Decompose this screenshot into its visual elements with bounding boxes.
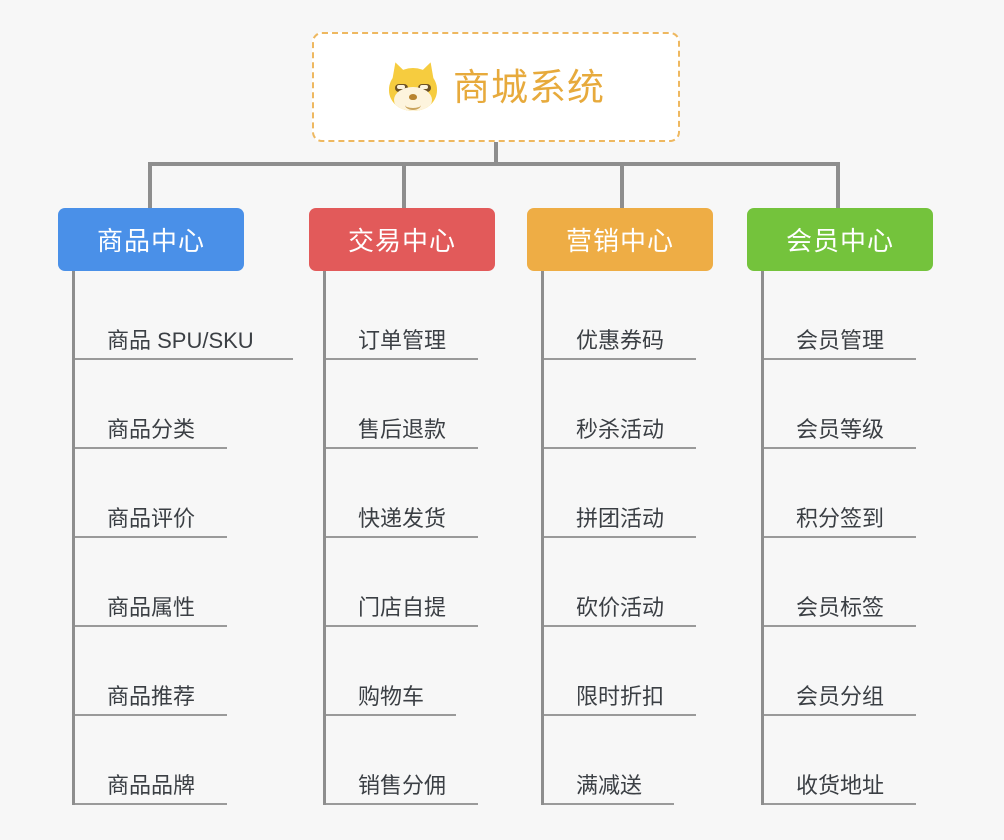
category-column-1: 商品中心 商品 SPU/SKU 商品分类 商品评价 商品属性 商品推荐 — [58, 208, 293, 805]
root-title: 商城系统 — [453, 66, 605, 108]
shiba-inu-icon — [386, 59, 440, 112]
category-column-4: 会员中心 会员管理 会员等级 积分签到 会员标签 会员分组 — [747, 208, 933, 805]
connector-root-stem — [494, 142, 498, 166]
category-items-2: 订单管理 售后退款 快递发货 门店自提 购物车 销售分佣 — [323, 271, 495, 805]
category-header-3[interactable]: 营销中心 — [527, 208, 713, 271]
connector-drop-4 — [836, 162, 840, 210]
list-item[interactable]: 商品 SPU/SKU — [75, 271, 293, 360]
category-header-3-label: 营销中心 — [565, 226, 674, 256]
category-items-3: 优惠券码 秒杀活动 拼团活动 砍价活动 限时折扣 满减送 — [541, 271, 713, 805]
category-items-1: 商品 SPU/SKU 商品分类 商品评价 商品属性 商品推荐 商品品牌 — [72, 271, 293, 805]
category-header-4[interactable]: 会员中心 — [747, 208, 933, 271]
list-item[interactable]: 拼团活动 — [544, 449, 713, 538]
list-item[interactable]: 商品推荐 — [75, 627, 244, 716]
category-header-4-label: 会员中心 — [785, 226, 894, 256]
category-items-4: 会员管理 会员等级 积分签到 会员标签 会员分组 收货地址 — [761, 271, 933, 805]
list-item[interactable]: 会员分组 — [764, 627, 933, 716]
list-item[interactable]: 收货地址 — [764, 716, 933, 805]
connector-horizontal-bus — [148, 162, 840, 166]
category-header-1[interactable]: 商品中心 — [58, 208, 244, 271]
root-node[interactable]: 商城系统 — [312, 32, 680, 142]
list-item[interactable]: 会员管理 — [764, 271, 933, 360]
list-item[interactable]: 秒杀活动 — [544, 360, 713, 449]
list-item[interactable]: 限时折扣 — [544, 627, 713, 716]
list-item[interactable]: 门店自提 — [326, 538, 495, 627]
list-item[interactable]: 商品分类 — [75, 360, 244, 449]
list-item[interactable]: 商品品牌 — [75, 716, 244, 805]
category-column-2: 交易中心 订单管理 售后退款 快递发货 门店自提 购物车 — [309, 208, 495, 805]
list-item[interactable]: 商品属性 — [75, 538, 244, 627]
list-item[interactable]: 快递发货 — [326, 449, 495, 538]
list-item[interactable]: 购物车 — [326, 627, 495, 716]
connector-drop-3 — [620, 162, 624, 210]
list-item[interactable]: 售后退款 — [326, 360, 495, 449]
list-item[interactable]: 满减送 — [544, 716, 713, 805]
category-header-2-label: 交易中心 — [347, 226, 456, 256]
category-header-2[interactable]: 交易中心 — [309, 208, 495, 271]
list-item[interactable]: 砍价活动 — [544, 538, 713, 627]
list-item[interactable]: 会员标签 — [764, 538, 933, 627]
category-header-1-label: 商品中心 — [96, 226, 205, 256]
connector-drop-2 — [402, 162, 406, 210]
list-item[interactable]: 会员等级 — [764, 360, 933, 449]
list-item[interactable]: 积分签到 — [764, 449, 933, 538]
list-item[interactable]: 优惠券码 — [544, 271, 713, 360]
connector-drop-1 — [148, 162, 152, 210]
list-item[interactable]: 订单管理 — [326, 271, 495, 360]
list-item[interactable]: 商品评价 — [75, 449, 244, 538]
category-column-3: 营销中心 优惠券码 秒杀活动 拼团活动 砍价活动 限时折扣 — [527, 208, 713, 805]
list-item[interactable]: 销售分佣 — [326, 716, 495, 805]
